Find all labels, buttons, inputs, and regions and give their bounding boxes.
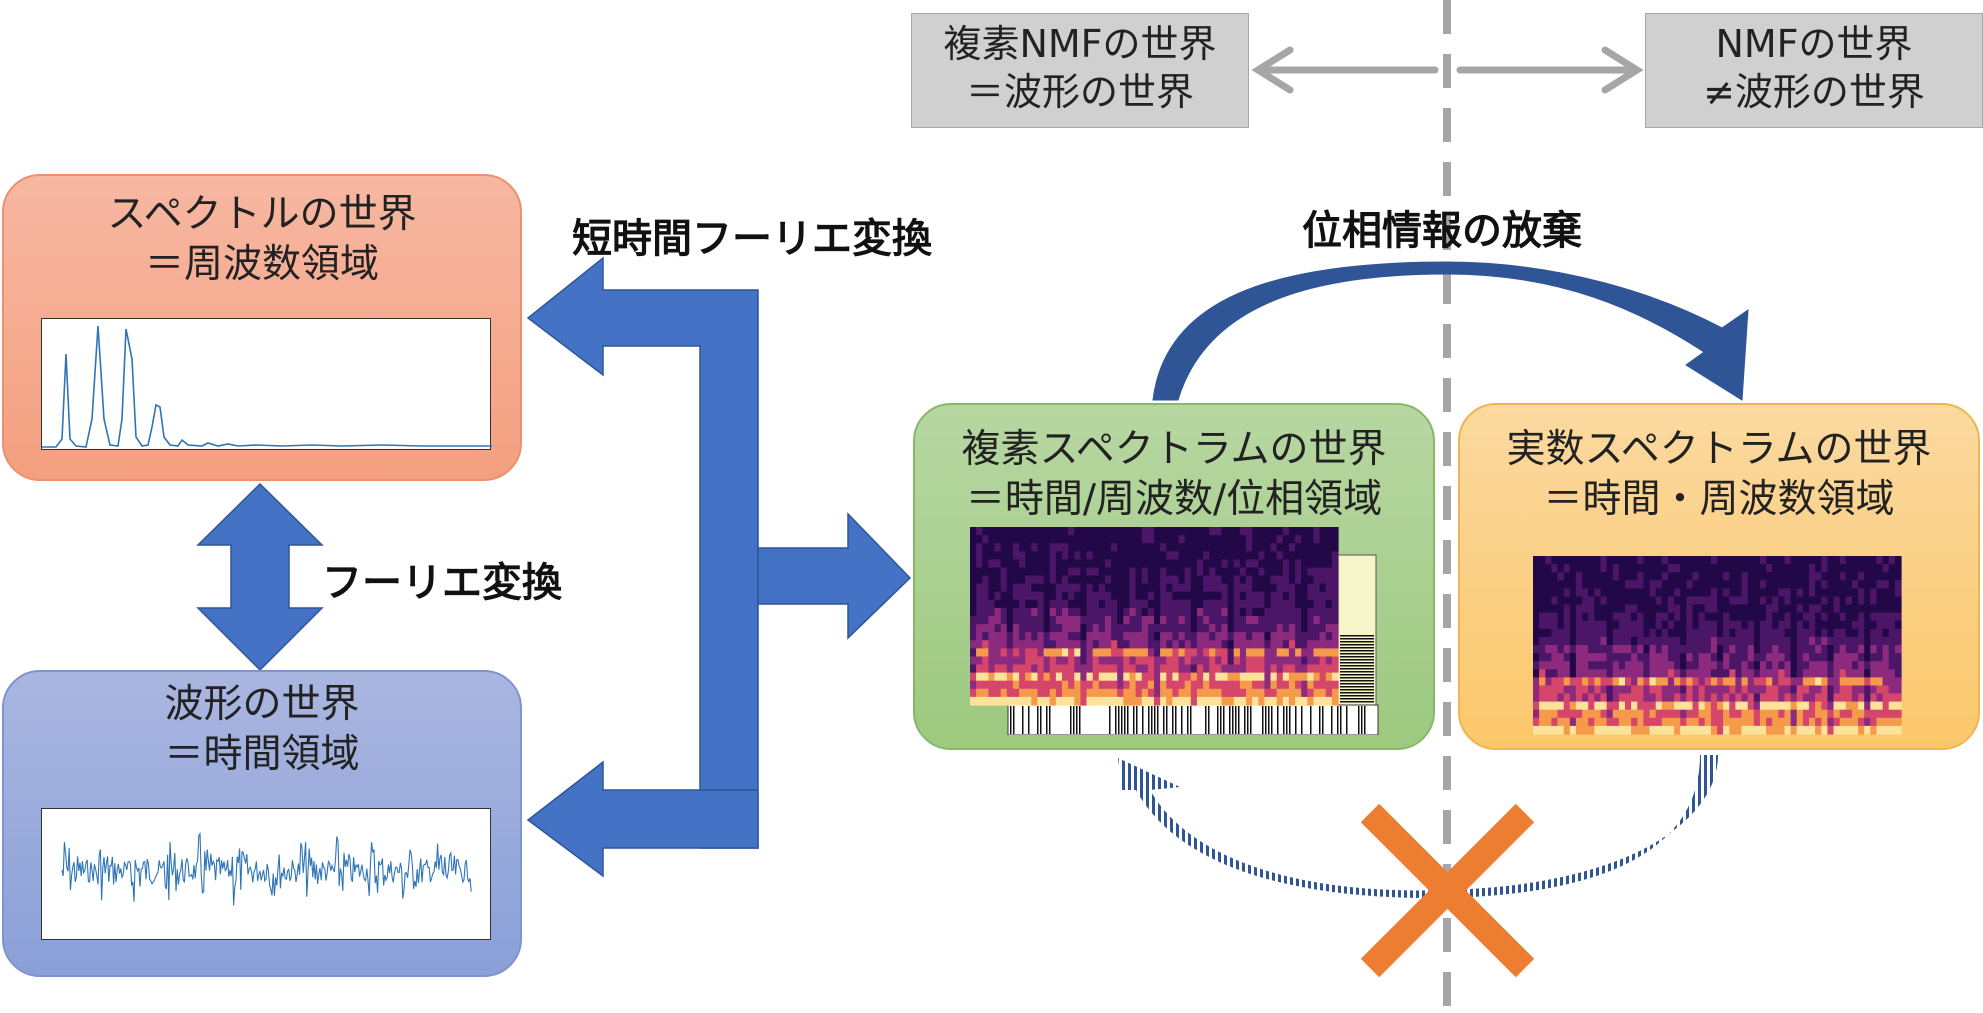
spectrogram-texture — [1533, 556, 1902, 735]
nmf-line2: ≠波形の世界 — [1703, 70, 1925, 114]
phase-barcode — [1007, 635, 1379, 735]
grey-double-arrow — [1251, 46, 1644, 94]
nmf-world-box: NMFの世界 ≠波形の世界 — [1645, 13, 1983, 128]
phase-discard-label: 位相情報の放棄 — [1302, 208, 1582, 254]
spectrum-plot — [41, 318, 492, 450]
complex-nmf-line2: ＝波形の世界 — [965, 70, 1194, 114]
stft-arrow — [526, 256, 912, 878]
fourier-double-arrow — [196, 482, 324, 672]
real-spectrogram — [1533, 556, 1902, 735]
complex-nmf-world-box: 複素NMFの世界 ＝波形の世界 — [911, 13, 1249, 128]
complex-title-line2: ＝時間/周波数/位相領域 — [965, 477, 1383, 522]
waveform-trace — [61, 832, 472, 906]
spectrum-curve — [42, 325, 492, 448]
phase-discard-arrow — [1152, 261, 1749, 401]
nmf-line1: NMFの世界 — [1715, 22, 1913, 66]
stft-label: 短時間フーリエ変換 — [572, 216, 932, 262]
complex-nmf-line1: 複素NMFの世界 — [943, 22, 1217, 66]
real-title-line2: ＝時間・周波数領域 — [1543, 477, 1895, 522]
waveform-title-line2: ＝時間領域 — [164, 732, 360, 777]
real-title-line1: 実数スペクトラムの世界 — [1506, 427, 1932, 472]
spectrum-title-line2: ＝周波数領域 — [144, 242, 379, 287]
spectrogram-texture — [970, 527, 1339, 706]
spectrum-title-line1: スペクトルの世界 — [107, 192, 417, 237]
complex-title-line1: 複素スペクトラムの世界 — [961, 427, 1387, 472]
fourier-label: フーリエ変換 — [322, 560, 562, 606]
complex-spectrogram-stack — [970, 527, 1379, 735]
waveform-title-line1: 波形の世界 — [164, 682, 360, 727]
waveform-signal — [61, 832, 472, 906]
waveform-plot — [41, 808, 491, 940]
blocked-cross — [1360, 803, 1535, 978]
